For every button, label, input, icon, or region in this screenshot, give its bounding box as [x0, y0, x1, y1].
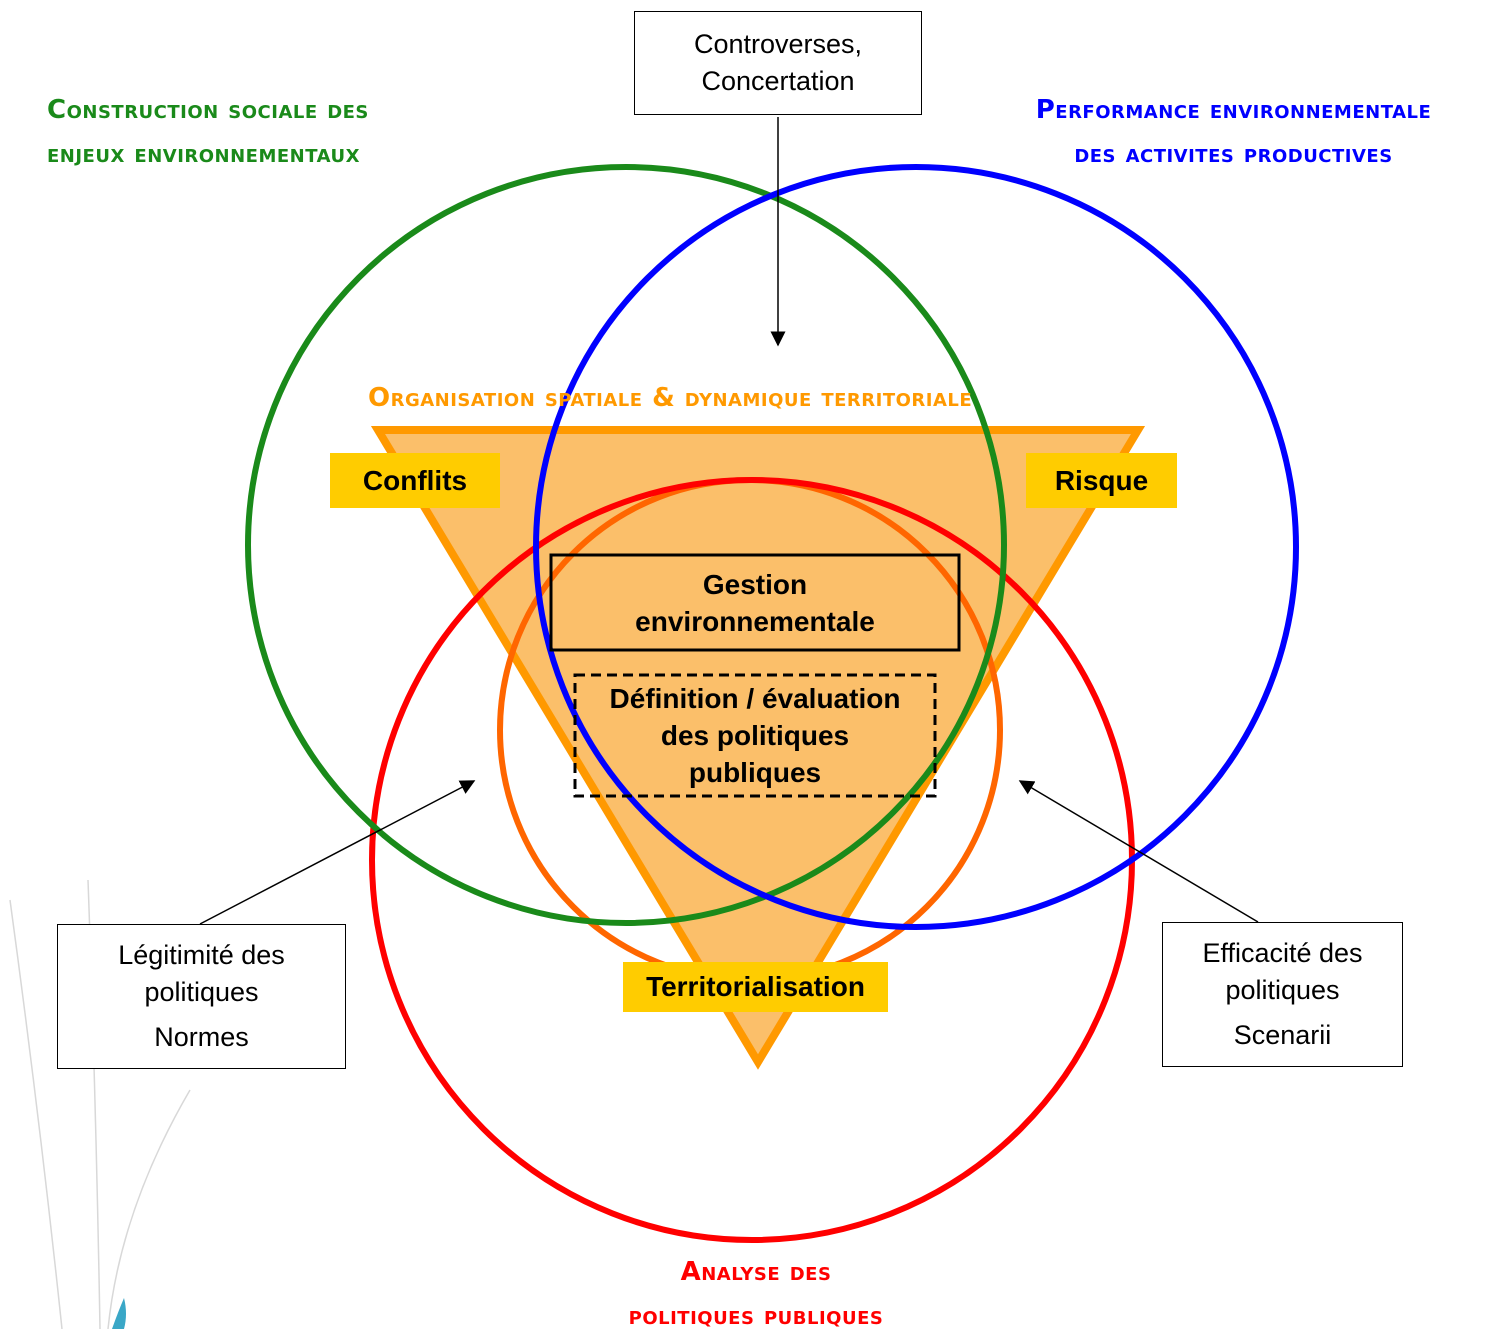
green-circle — [245, 164, 1007, 926]
tag-conflits: Conflits — [330, 453, 500, 508]
title-green-line-1: Construction sociale des — [47, 95, 369, 125]
tag-territorialisation: Territorialisation — [623, 962, 888, 1012]
title-green-line-2: enjeux environnementaux — [47, 139, 360, 169]
box-efficacite-line-3: Scenarii — [1233, 1020, 1332, 1050]
gestion-line-1: Gestion — [702, 568, 808, 600]
title-orange-line: Organisation spatiale & dynamique territ… — [368, 383, 973, 413]
tag-risque: Risque — [1026, 453, 1177, 508]
box-legitimite-line-1: Légitimité des — [118, 940, 285, 970]
title-blue-line-1: Performance environnementale — [1035, 95, 1432, 125]
definition-line-1: Définition / évaluation — [609, 683, 901, 714]
gestion-line-2: environnementale — [635, 605, 875, 637]
arrow-right — [1018, 780, 1259, 923]
box-controverses-line-1: Controverses, — [693, 29, 863, 59]
decorative-swoosh-blue — [112, 1298, 126, 1329]
gestion-box: Gestion environnementale — [551, 555, 959, 650]
box-legitimite-line-3: Normes — [154, 1022, 249, 1052]
title-red-line-2: politiques publiques — [628, 1301, 884, 1331]
title-green: Construction sociale des enjeux environn… — [47, 88, 369, 176]
definition-line-2: des politiques — [660, 720, 850, 751]
arrow-left — [199, 780, 476, 925]
title-orange: Organisation spatiale & dynamique territ… — [368, 376, 972, 420]
definition-box: Définition / évaluation des politiques p… — [575, 675, 935, 796]
blue-circle — [533, 164, 1299, 930]
gestion-box-outline — [549, 553, 961, 652]
definition-box-outline — [573, 673, 937, 798]
title-blue: Performance environnementale des activit… — [986, 88, 1481, 176]
box-efficacite-line-2: politiques — [1225, 975, 1340, 1005]
box-controverses: Controverses, Concertation — [634, 11, 922, 115]
definition-line-3: publiques — [688, 757, 822, 788]
title-red-line-1: Analyse des — [680, 1257, 832, 1287]
box-legitimite-line-2: politiques — [144, 977, 259, 1007]
box-controverses-line-2: Concertation — [701, 66, 855, 96]
box-efficacite-line-1: Efficacité des — [1202, 938, 1363, 968]
title-blue-line-2: des activites productives — [1074, 139, 1393, 169]
box-legitimite: Légitimité des politiques Normes — [57, 924, 346, 1069]
box-efficacite: Efficacité des politiques Scenarii — [1162, 922, 1403, 1067]
title-red: Analyse des politiques publiques — [556, 1250, 956, 1338]
